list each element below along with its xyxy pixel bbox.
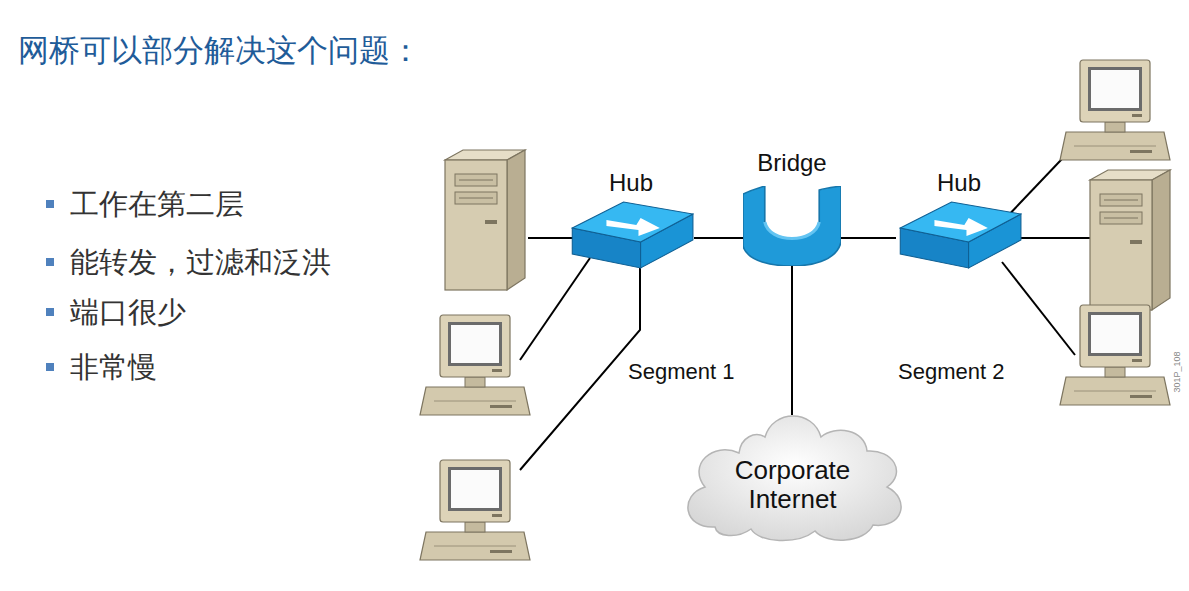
bullet-text: 能转发，过滤和泛洪 <box>70 245 331 280</box>
desktop-computer <box>1060 305 1170 405</box>
hub-icon <box>896 200 1022 272</box>
network-link <box>694 237 743 239</box>
bullet-text: 非常慢 <box>70 350 157 385</box>
bridge-icon <box>743 186 841 266</box>
server-tower <box>1090 170 1170 310</box>
bullet-text: 端口很少 <box>70 295 186 330</box>
hub-icon <box>568 200 694 272</box>
bridge-device: Bridge <box>743 148 841 266</box>
desktop-computer <box>420 315 530 415</box>
slide-title: 网桥可以部分解决这个问题： <box>18 30 421 72</box>
figure-code: 301P_108 <box>1172 351 1183 392</box>
segment-label: Segment 2 <box>898 359 1004 385</box>
hub-device: Hub <box>896 168 1022 272</box>
network-cloud: Corporate Internet <box>675 415 910 545</box>
device-label: Bridge <box>743 148 841 178</box>
desktop-computer <box>420 460 530 560</box>
network-link <box>791 266 793 415</box>
server-tower <box>445 150 525 290</box>
bullet-square <box>46 258 54 266</box>
bullet-square <box>46 308 54 316</box>
device-label: Hub <box>896 168 1022 198</box>
bullet-text: 工作在第二层 <box>70 187 244 222</box>
segment-label: Segment 1 <box>628 359 734 385</box>
desktop-computer <box>1060 60 1170 160</box>
device-label: Hub <box>568 168 694 198</box>
bullet-square <box>46 363 54 371</box>
bullet-square <box>46 200 54 208</box>
hub-device: Hub <box>568 168 694 272</box>
cloud-label: Corporate Internet <box>718 456 868 513</box>
network-link <box>841 237 896 239</box>
